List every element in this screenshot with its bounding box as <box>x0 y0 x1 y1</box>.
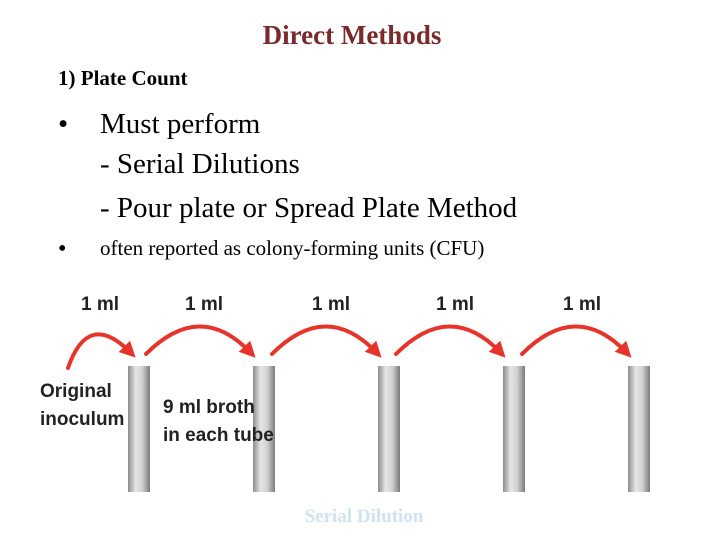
transfer-arrow-4 <box>394 324 506 358</box>
serial-dilution-figure: 1 ml 1 ml 1 ml 1 ml 1 ml Original inocul… <box>0 280 728 492</box>
subitem-pour-spread-plate: - Pour plate or Spread Plate Method <box>100 192 518 224</box>
slide-title: Direct Methods <box>262 20 442 50</box>
bullet-text: Must perform <box>100 108 261 140</box>
transfer-label-1: 1 ml <box>81 294 119 315</box>
bullet-symbol: • <box>58 236 67 262</box>
bullet-must-perform: • Must perform <box>58 108 260 141</box>
transfer-arrow-3 <box>270 324 382 358</box>
tube-1 <box>128 366 150 492</box>
tube-5 <box>628 366 650 492</box>
broth-label-line2: in each tube <box>163 425 274 446</box>
bullet-symbol: • <box>58 108 69 140</box>
transfer-arrow-1 <box>66 332 136 370</box>
original-inoculum-label-line2: inoculum <box>40 409 124 430</box>
tube-3 <box>378 366 400 492</box>
bullet-cfu: • often reported as colony-forming units… <box>58 236 484 263</box>
broth-label-line1: 9 ml broth <box>163 397 255 418</box>
transfer-arrow-5 <box>520 324 632 358</box>
subheading-plate-count: 1) Plate Count <box>58 66 188 90</box>
transfer-label-3: 1 ml <box>312 294 350 315</box>
tube-2 <box>253 366 275 492</box>
serial-dilution-diagram: 1 ml 1 ml 1 ml 1 ml 1 ml Original inocul… <box>40 294 650 492</box>
subitem-serial-dilutions: - Serial Dilutions <box>100 148 300 180</box>
tubes <box>128 366 650 492</box>
original-inoculum-label-line1: Original <box>40 381 112 402</box>
transfer-label-4: 1 ml <box>436 294 474 315</box>
transfer-label-2: 1 ml <box>185 294 223 315</box>
figure-caption: Serial Dilution <box>304 506 424 527</box>
transfer-label-5: 1 ml <box>563 294 601 315</box>
bullet-text: often reported as colony-forming units (… <box>100 236 485 260</box>
transfer-arrow-2 <box>144 324 256 358</box>
transfer-arrows <box>66 324 632 370</box>
tube-4 <box>503 366 525 492</box>
